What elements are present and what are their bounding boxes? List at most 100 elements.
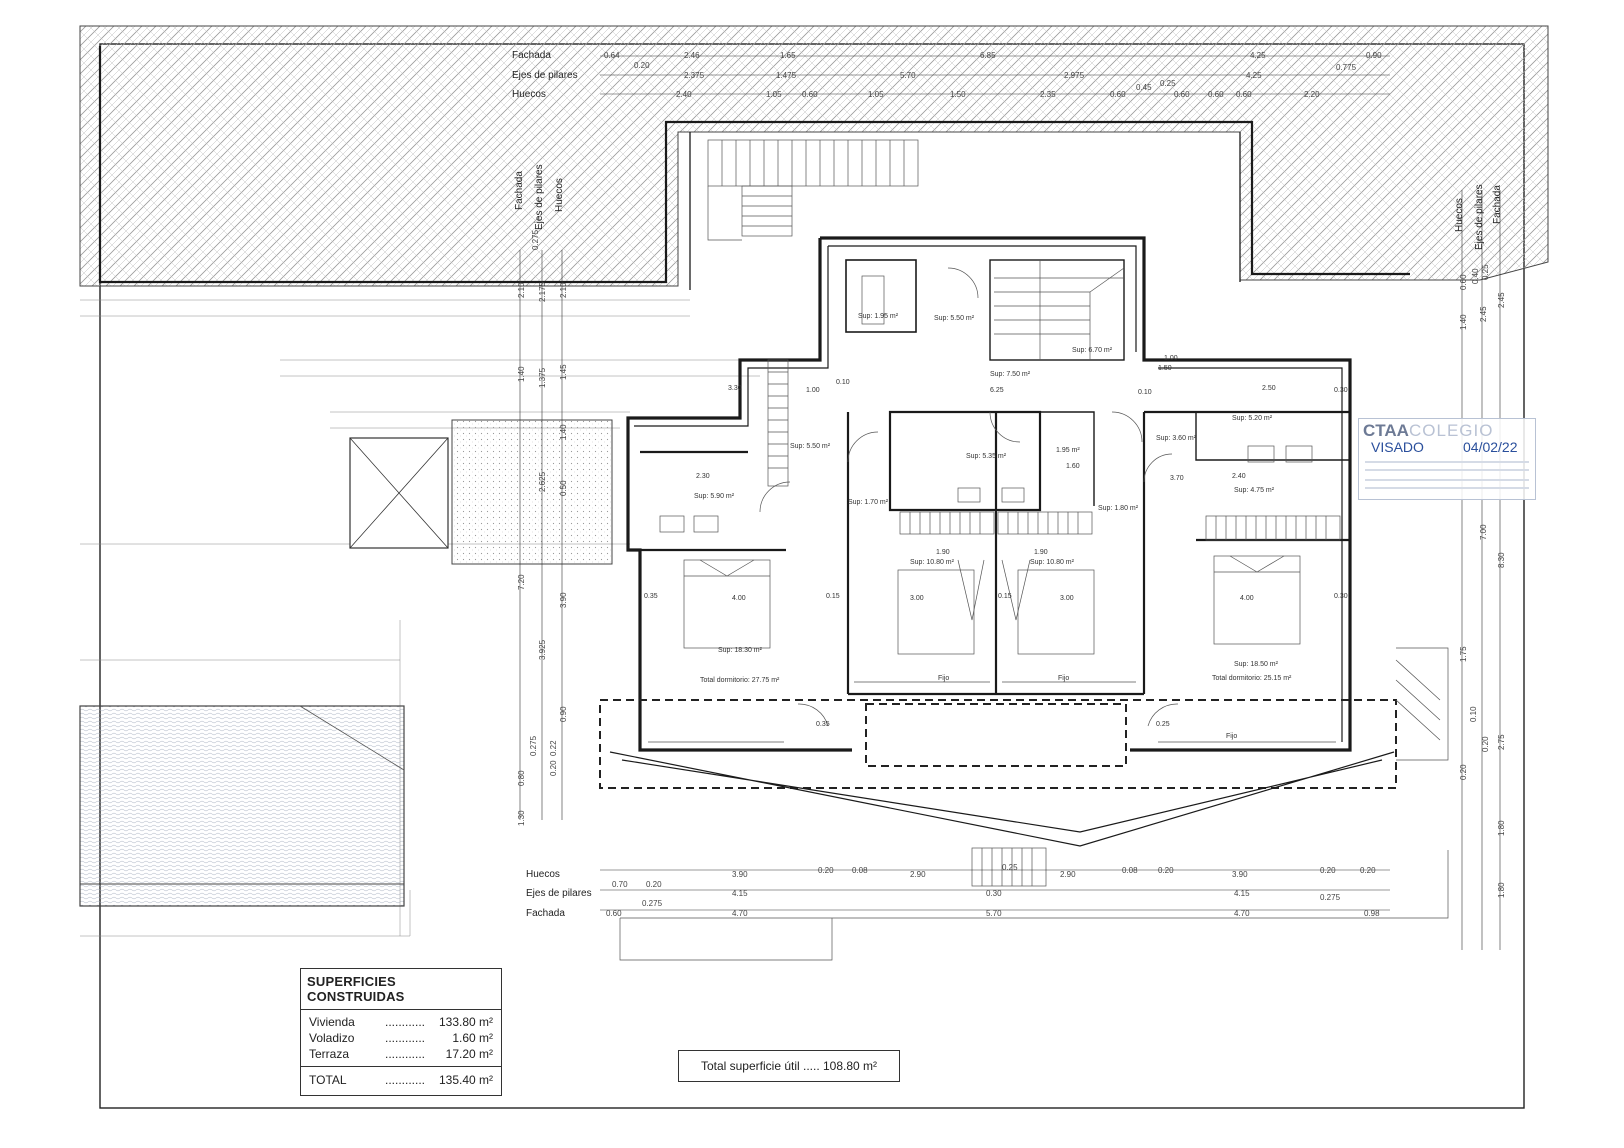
- dim-value: 1.65: [780, 51, 796, 60]
- surface-dots: ............: [385, 1047, 426, 1061]
- bottom-label-fachada: Fachada: [526, 908, 565, 919]
- surface-row: Voladizo ............ 1.60 m²: [301, 1030, 501, 1046]
- room-labels: Sup: 1.95 m² Sup: 5.50 m² Sup: 6.70 m² S…: [694, 313, 1292, 684]
- room-area: Sup: 18.50 m²: [1234, 661, 1279, 668]
- room-area: Total dormitorio: 25.15 m²: [1212, 675, 1292, 682]
- dim-value: 2.75: [1497, 734, 1506, 750]
- dim-value: 1.30: [517, 810, 526, 826]
- dim-value: 0.10: [1469, 706, 1478, 722]
- stamp-line: [1365, 479, 1529, 481]
- room-area: Sup: 5.20 m²: [1232, 415, 1273, 422]
- dim-value: 2.35: [1040, 90, 1056, 99]
- terrain-inner-edge-2: [689, 132, 1241, 290]
- right-dims: 0.60 0.40 0.25 1.40 2.45 2.45 7.00 8.30 …: [1459, 264, 1506, 898]
- dim-value: 4.00: [1240, 595, 1254, 602]
- dim-value: 0.10: [836, 379, 850, 386]
- dim-value: 4.70: [1234, 909, 1250, 918]
- dim-value: 3.90: [1232, 870, 1248, 879]
- stamp-date: 04/02/22: [1463, 439, 1518, 455]
- dim-value: 2.40: [676, 90, 692, 99]
- dim-value: 1.05: [868, 90, 884, 99]
- stamp-org: CTAA: [1363, 421, 1409, 440]
- room-area: Sup: 18.30 m²: [718, 647, 763, 654]
- dim-value: 8.30: [1497, 552, 1506, 568]
- left-label-ejes: Ejes de pilares: [534, 164, 545, 230]
- surfaces-title: SUPERFICIES CONSTRUIDAS: [301, 969, 501, 1010]
- dim-value: 5.70: [900, 71, 916, 80]
- useful-surface-box: Total superficie útil ..... 108.80 m²: [678, 1050, 900, 1082]
- stamp-line: [1365, 461, 1529, 463]
- dim-value: 0.30: [1334, 593, 1348, 600]
- dim-value: 1.60: [1066, 463, 1080, 470]
- dim-value: 0.60: [1236, 90, 1252, 99]
- house-walls: [626, 236, 1352, 752]
- left-vertical-labels: Fachada Ejes de pilares Huecos: [514, 164, 565, 230]
- room-area: 1.95 m²: [1056, 447, 1080, 454]
- dim-value: 0.60: [1459, 274, 1468, 290]
- surface-value: 133.80 m²: [438, 1015, 493, 1029]
- dim-value: 4.25: [1250, 51, 1266, 60]
- stamp-org-name: COLEGIO: [1409, 421, 1494, 440]
- room-area: Sup: 10.80 m²: [910, 559, 955, 566]
- dim-value: 7.00: [1479, 524, 1488, 540]
- dim-value: 6.25: [990, 387, 1004, 394]
- useful-surface-text: Total superficie útil ..... 108.80 m²: [700, 1059, 878, 1073]
- room-area: Total dormitorio: 27.75 m²: [700, 677, 780, 684]
- left-dims: 0.275 2.10 2.175 2.10 1.40 1.375 1.45 1.…: [517, 229, 568, 826]
- dim-value: 4.00: [732, 595, 746, 602]
- dim-value: 0.25: [1156, 721, 1170, 728]
- dim-value: 1.40: [1459, 314, 1468, 330]
- dim-value: 3.925: [538, 639, 547, 660]
- exterior-stair-top: [707, 139, 919, 241]
- dim-value: 0.775: [1336, 63, 1357, 72]
- bottom-label-ejes: Ejes de pilares: [526, 888, 592, 899]
- top-dims-fachada: 0.64 2.46 1.65 6.85 4.25 0.90: [604, 51, 1382, 60]
- dim-value: 0.30: [1334, 387, 1348, 394]
- surface-row: Vivienda ............ 133.80 m²: [301, 1014, 501, 1030]
- dim-value: 1.50: [950, 90, 966, 99]
- dim-value: 0.20: [634, 61, 650, 70]
- room-area: Sup: 10.80 m²: [1030, 559, 1075, 566]
- terrain-hatch: [79, 25, 1549, 287]
- dim-value: 1.00: [1164, 355, 1178, 362]
- surface-name: Vivienda: [309, 1015, 355, 1029]
- room-area: Sup: 7.50 m²: [990, 371, 1031, 378]
- room-area: Sup: 6.70 m²: [1072, 347, 1113, 354]
- stamp-visado: VISADO: [1371, 439, 1424, 455]
- room-area: Sup: 3.60 m²: [1156, 435, 1197, 442]
- top-label-huecos: Huecos: [512, 89, 546, 100]
- stamp-line: [1365, 487, 1529, 489]
- dim-value: 2.45: [1497, 292, 1506, 308]
- dim-value: 0.35: [816, 721, 830, 728]
- dim-value: Fijo: [1226, 733, 1237, 740]
- top-dims-huecos: 2.40 1.05 0.60 1.05 1.50 2.35 0.60 0.45 …: [676, 79, 1320, 99]
- dim-value: 1.40: [559, 424, 568, 440]
- room-area: Sup: 5.50 m²: [790, 443, 831, 450]
- terrain-inner-edge: [98, 46, 1410, 284]
- bottom-dims-ejes: 0.70 0.20 4.15 0.30 4.15 0.275: [612, 880, 1341, 902]
- dim-value: 1.75: [1459, 646, 1468, 662]
- dim-value: 0.25: [1160, 79, 1176, 88]
- dim-value: 0.60: [1174, 90, 1190, 99]
- dim-value: 2.45: [1479, 306, 1488, 322]
- dim-value: 3.70: [1170, 475, 1184, 482]
- dimension-lines: [519, 55, 1501, 950]
- dim-value: 2.10: [559, 282, 568, 298]
- dim-value: 0.20: [646, 880, 662, 889]
- dim-value: 6.85: [980, 51, 996, 60]
- dim-value: 2.975: [1064, 71, 1085, 80]
- surface-value: 17.20 m²: [445, 1047, 493, 1061]
- surface-dots: ............: [385, 1015, 426, 1029]
- dim-value: 2.175: [538, 281, 547, 302]
- dim-value: 2.40: [1232, 473, 1246, 480]
- room-area: Sup: 5.90 m²: [694, 493, 735, 500]
- gravel-terrace: [451, 419, 613, 565]
- dim-value: 0.275: [1320, 893, 1341, 902]
- surfaces-table: SUPERFICIES CONSTRUIDAS Vivienda .......…: [300, 968, 502, 1096]
- dim-value: 0.20: [818, 866, 834, 875]
- dim-value: 0.10: [1138, 389, 1152, 396]
- dim-value: 1.45: [559, 364, 568, 380]
- dim-value: 1.05: [766, 90, 782, 99]
- surface-total-row: TOTAL ............ 135.40 m²: [301, 1067, 501, 1088]
